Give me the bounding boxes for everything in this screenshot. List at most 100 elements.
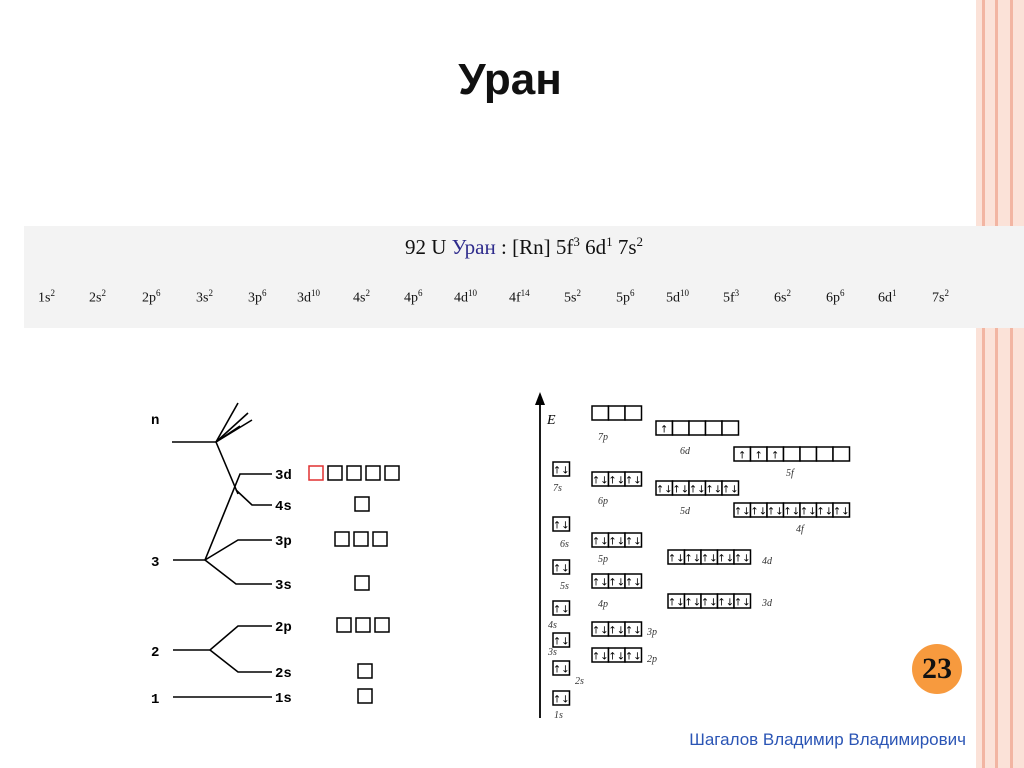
electron-arrows: ↑↓ — [701, 598, 718, 609]
sublevel-label-2s: 2s — [275, 666, 292, 682]
orbital-box-1s — [552, 690, 571, 706]
electron-arrows: ↑↓ — [553, 466, 570, 477]
fan-line — [215, 425, 241, 443]
orbital-label-6d: 6d — [680, 446, 691, 457]
electron-arrows: ↑↓ — [553, 665, 570, 676]
electron-arrows: ↑↓ — [722, 485, 739, 496]
element-symbol: U — [431, 235, 447, 259]
orbital-cell — [355, 617, 371, 633]
orbital-cell — [357, 663, 373, 679]
electron-arrows: ↑↓ — [592, 537, 609, 548]
fan-line — [215, 412, 249, 443]
orbital-box-6d — [688, 420, 707, 436]
config-term-4d: 4d10 — [454, 288, 477, 306]
electron-arrows: ↑↓ — [668, 554, 685, 565]
sublevel-label-1s: 1s — [275, 691, 292, 707]
orbital-label-6s: 6s — [560, 539, 569, 550]
electron-arrows: ↑↓ — [625, 578, 642, 589]
electron-arrows: ↑ — [660, 425, 668, 436]
electron-arrows: ↑↓ — [668, 598, 685, 609]
config-term-2s: 2s2 — [89, 288, 106, 306]
orbital-box-6d — [704, 420, 723, 436]
orbital-box-3d — [733, 593, 752, 609]
branch-2p — [173, 625, 272, 651]
orbital-cell — [354, 575, 370, 591]
orbital-box-6d — [671, 420, 690, 436]
tree-branch — [215, 441, 239, 495]
orbital-cell — [336, 617, 352, 633]
config-term-5f: 5f3 — [723, 288, 740, 306]
orbital-label-5s: 5s — [560, 581, 569, 592]
electron-arrows: ↑↓ — [684, 598, 701, 609]
sublevel-label-4s: 4s — [275, 499, 292, 515]
orbital-box-7p — [607, 405, 626, 421]
electron-arrows: ↑↓ — [592, 626, 609, 637]
config-term-4f: 4f14 — [509, 288, 530, 306]
electron-arrows: ↑↓ — [608, 578, 625, 589]
orbital-label-3d: 3d — [761, 598, 773, 609]
electron-arrows: ↑↓ — [608, 652, 625, 663]
orbital-label-6p: 6p — [598, 496, 608, 507]
orbital-box-6s — [552, 516, 571, 532]
atomic-number: 92 — [404, 235, 426, 259]
electron-arrows: ↑↓ — [701, 554, 718, 565]
orbital-label-5f: 5f — [786, 468, 795, 479]
electron-arrows: ↑↓ — [553, 637, 570, 648]
config-term-5d: 5d10 — [666, 288, 689, 306]
electron-arrows: ↑↓ — [553, 564, 570, 575]
electron-arrows: ↑↓ — [705, 485, 722, 496]
orbital-box-7p — [591, 405, 610, 421]
orbital-box-5d — [721, 480, 740, 496]
orbital-cell — [346, 465, 362, 481]
orbital-box-3p — [624, 621, 643, 637]
electron-arrows: ↑↓ — [608, 537, 625, 548]
electron-arrows: ↑↓ — [750, 507, 767, 518]
orbital-label-4d: 4d — [762, 556, 773, 567]
orbital-label-4p: 4p — [598, 599, 608, 610]
orbital-box-6d — [721, 420, 740, 436]
decorative-stripes — [976, 0, 1024, 768]
orbital-cell — [334, 531, 350, 547]
sublevel-label-3d: 3d — [275, 468, 292, 484]
electron-arrows: ↑↓ — [816, 507, 833, 518]
orbital-box-5s — [552, 559, 571, 575]
electron-arrows: ↑↓ — [608, 626, 625, 637]
electron-arrows: ↑↓ — [734, 598, 751, 609]
config-term-5s: 5s2 — [564, 288, 581, 306]
electron-arrows: ↑ — [755, 451, 763, 462]
electron-arrows: ↑↓ — [767, 507, 784, 518]
config-term-3s: 3s2 — [196, 288, 213, 306]
orbital-label-1s: 1s — [554, 710, 563, 721]
noble-core: : [Rn] — [501, 235, 551, 259]
electron-arrows: ↑↓ — [625, 626, 642, 637]
orbital-box-4s — [552, 600, 571, 616]
config-term-6s: 6s2 — [774, 288, 791, 306]
electron-arrows: ↑ — [738, 451, 746, 462]
config-term-6d: 6d1 — [878, 288, 897, 306]
valence-6d: 6d1 — [585, 234, 613, 259]
orbital-cell — [308, 465, 324, 481]
orbital-label-3s: 3s — [547, 647, 557, 658]
orbital-box-7p — [624, 405, 643, 421]
level-label-1: 1 — [151, 692, 159, 708]
electron-arrows: ↑↓ — [592, 476, 609, 487]
electron-arrows: ↑↓ — [800, 507, 817, 518]
orbital-label-3p: 3p — [646, 627, 657, 638]
branch-2s — [209, 649, 272, 673]
config-term-4s: 4s2 — [353, 288, 370, 306]
config-term-6p: 6p6 — [826, 288, 845, 306]
orbital-label-5d: 5d — [680, 506, 691, 517]
config-term-4p: 4p6 — [404, 288, 423, 306]
electron-arrows: ↑↓ — [608, 476, 625, 487]
electron-arrows: ↑↓ — [553, 521, 570, 532]
config-term-3d: 3d10 — [297, 288, 320, 306]
orbital-box-5f — [782, 446, 801, 462]
branch-3p — [173, 539, 272, 561]
sublevel-label-3s: 3s — [275, 578, 292, 594]
energy-axis-arrow — [535, 392, 545, 405]
orbital-box-5f — [815, 446, 834, 462]
orbital-label-2s: 2s — [575, 676, 584, 687]
orbital-box-4f — [832, 502, 851, 518]
